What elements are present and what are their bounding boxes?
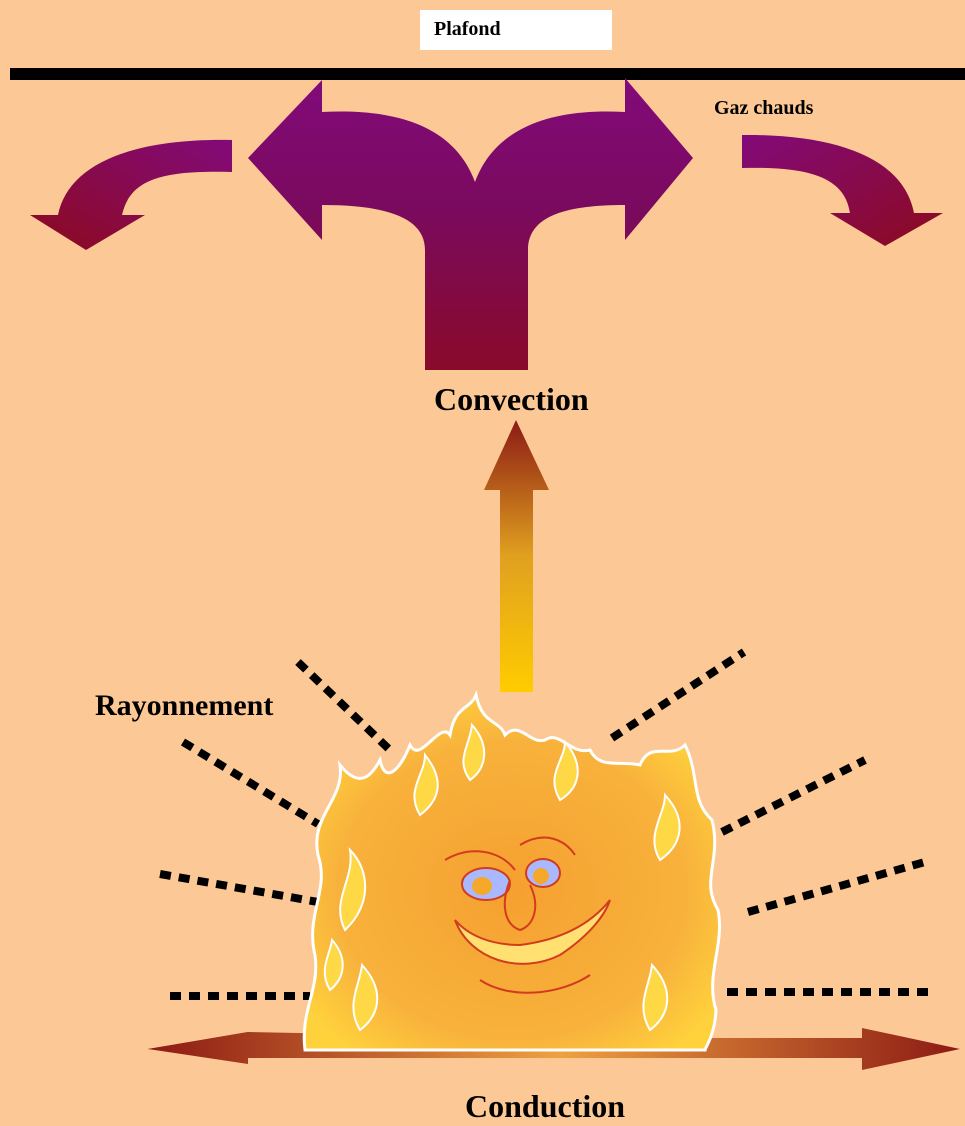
hot-gas-left-curl-arrow (30, 140, 232, 250)
radiation-ray (748, 862, 925, 912)
radiation-ray (722, 760, 865, 832)
hot-gases-label: Gaz chauds (714, 97, 813, 120)
radiation-ray (183, 742, 318, 824)
conduction-label: Conduction (465, 1088, 625, 1125)
fire-illustration (304, 695, 719, 1050)
ceiling-line (10, 68, 965, 80)
convection-up-arrow (484, 420, 549, 692)
hot-gas-right-curl-arrow (742, 135, 943, 246)
radiation-label: Rayonnement (95, 689, 273, 723)
convection-label: Convection (434, 381, 589, 418)
left-eye-iris (472, 877, 492, 895)
radiation-ray (160, 874, 318, 902)
radiation-ray (612, 652, 744, 738)
right-eye-iris (533, 868, 549, 884)
hot-gas-split-arrow (248, 78, 693, 370)
radiation-ray (298, 662, 392, 752)
ceiling-label: Plafond (434, 18, 501, 41)
